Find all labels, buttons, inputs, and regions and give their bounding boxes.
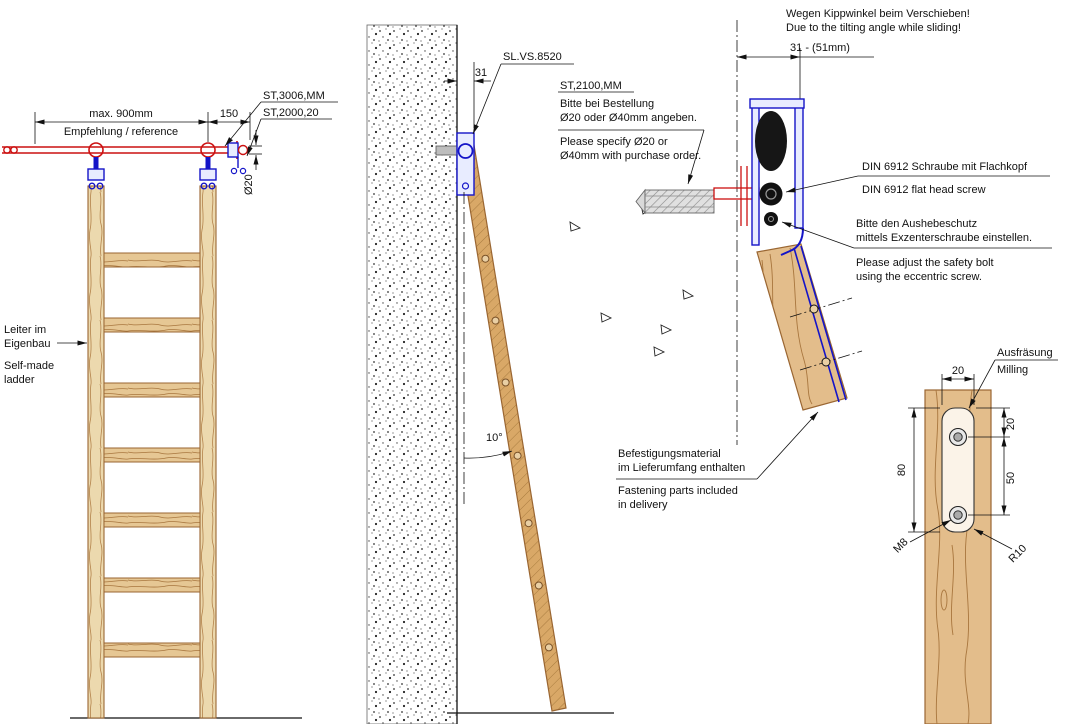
side-view: 31 SL.VS.8520 ST,2100,MM Bitte bei Beste… [366,24,819,724]
slot-screw-top [948,427,968,447]
fastening-de-1: Befestigungsmaterial [618,448,721,460]
screw-label-block: DIN 6912 Schraube mit Flachkopf DIN 6912… [785,161,1050,196]
milling-label-de: Ausfräsung [997,347,1053,359]
adjust-de-1: Bitte den Aushebeschutz [856,218,977,230]
strap-screw [821,357,831,367]
angle-annotation: 10° [463,192,513,505]
dim-31-label: 31 [475,67,487,79]
trolley-right [199,142,217,190]
screw-label-de: DIN 6912 Schraube mit Flachkopf [862,161,1028,173]
milling-label-block: Ausfräsung Milling [968,347,1058,409]
bracket-cap [749,98,805,109]
detail-view: Wegen Kippwinkel beim Verschieben! Due t… [635,8,1052,445]
sliding-rail [2,141,238,159]
label-slvs8520: SL.VS.8520 [503,51,562,63]
fastening-de-2: im Lieferumfang enthalten [618,462,745,474]
debris-triangle-icons [569,204,695,357]
anchor-note-de-1: Bitte bei Bestellung [560,98,654,110]
dim-radius-label: R10 [1006,542,1029,565]
ladder-rungs [103,252,201,658]
rail-endstop-roller-icon [10,146,18,154]
anchor-note-en-2: Ø40mm with purchase order. [560,150,701,162]
dimension-rail-diameter: Ø20 [243,130,262,195]
warning-de: Wegen Kippwinkel beim Verschieben! [786,8,970,20]
slot-screw-bottom [948,505,968,525]
adjust-en-1: Please adjust the safety bolt [856,257,994,269]
dim-thread-label: M8 [891,536,910,555]
trolley-detail [749,98,805,256]
trolley-left [87,142,105,190]
ladder-stile-right [199,185,217,719]
anchor-note-block: ST,2100,MM Bitte bei Bestellung Ø20 oder… [558,80,705,185]
dim-top-offset-label: 20 [1005,418,1017,430]
anchor-note-en-1: Please specify Ø20 or [560,136,668,148]
label-st2100: ST,2100,MM [560,80,622,92]
ladder-stile-left [87,185,105,719]
adjust-en-2: using the eccentric screw. [856,271,982,283]
fastening-en-1: Fastening parts included [618,485,738,497]
dim-width-label: 20 [952,365,964,377]
caption-en-1: Self-made [4,360,54,372]
eccentric-screw [764,212,778,226]
angle-label: 10° [486,432,503,444]
wall-section [366,24,458,724]
dim-spacing-label: 50 [1005,472,1017,484]
milling-view: 20 20 50 80 M8 R10 Ausfräsung Milli [891,347,1058,724]
wall-plug-dowel [635,188,715,215]
fastening-note-block: Befestigungsmaterial im Lieferumfang ent… [616,411,819,511]
fastening-en-2: in delivery [618,499,668,511]
rail-bracket-side [456,132,475,196]
dimension-range: 31 - (51mm) [737,42,874,100]
screw-label-en: DIN 6912 flat head screw [862,184,986,196]
dimension-max-900: max. 900mm Empfehlung / reference 150 [34,108,251,144]
label-st2000: ST,2000,20 [263,107,319,119]
dim-max-note: Empfehlung / reference [64,126,178,138]
milling-label-en: Milling [997,364,1028,376]
safety-strap [800,245,847,401]
safety-strap [793,247,840,403]
dim-range-label: 31 - (51mm) [790,42,850,54]
label-rail-type: SL.VS.8520 [472,51,574,135]
dimension-31: 31 [444,62,491,128]
dim-length-label: 80 [896,464,908,476]
rail-cross-section [457,143,474,159]
wall-anchor-bolt [435,145,459,156]
caption-en-2: ladder [4,374,35,386]
dim-150-label: 150 [220,108,238,120]
front-view: max. 900mm Empfehlung / reference 150 ST… [2,90,338,719]
stile-holes [481,254,553,652]
caption-de-2: Eigenbau [4,338,51,350]
label-st3006: ST,3006,MM [263,90,325,102]
roller-wheel [755,111,787,171]
anchor-note-de-2: Ø20 oder Ø40mm angeben. [560,112,697,124]
bracket-plate-left [751,99,760,246]
warning-en: Due to the tilting angle while sliding! [786,22,961,34]
dim-max-label: max. 900mm [89,108,153,120]
caption-de-1: Leiter im [4,324,46,336]
dim-dia20-label: Ø20 [243,174,255,195]
screw-head [759,182,783,206]
rail-end-fixing [227,142,249,175]
adjust-note-block: Bitte den Aushebeschutz mittels Exzenter… [781,218,1052,283]
anti-lift-hook [780,227,804,256]
adjust-de-2: mittels Exzenterschraube einstellen. [856,232,1032,244]
strap-screw [809,304,819,314]
stringer-section [756,243,863,411]
bracket-plate-right [794,99,804,229]
leaning-ladder-stile [459,144,567,712]
front-caption: Leiter im Eigenbau Self-made ladder [4,324,87,386]
